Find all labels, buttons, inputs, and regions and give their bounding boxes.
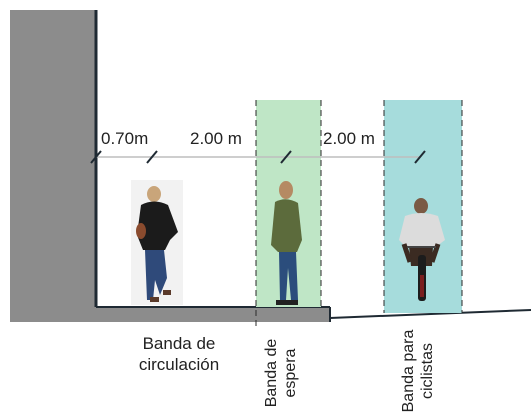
banda-circulacion-label: Banda de circulación: [114, 333, 244, 375]
banda-espera-label: Banda de espera: [262, 333, 300, 413]
banda-espera-line1: Banda de: [263, 338, 280, 408]
cyclist-figure: [399, 198, 445, 301]
pedestrian-standing-figure: [271, 181, 302, 305]
banda-ciclistas-line1: Banda para: [400, 329, 417, 413]
dimension-tick-3: [280, 150, 292, 164]
banda-circulacion-line1: Banda de: [142, 334, 216, 353]
sidewalk-slab: [10, 307, 330, 322]
dimension-tick-2: [146, 150, 158, 164]
building-wall: [10, 10, 96, 322]
dimension-tick-1: [90, 150, 102, 164]
pedestrian-walking-figure: [131, 180, 183, 305]
banda-ciclistas-label: Banda para ciclistas: [399, 326, 437, 416]
dimension-tick-4: [414, 150, 426, 164]
dimension-label-2-00-a: 2.00 m: [190, 129, 242, 148]
dimension-label-2-00-b: 2.00 m: [323, 129, 375, 148]
dimension-label-0-70: 0.70m: [101, 129, 148, 148]
road-surface-line: [329, 309, 531, 319]
banda-espera-line2: espera: [282, 348, 299, 398]
banda-circulacion-line2: circulación: [138, 355, 220, 374]
banda-ciclistas-line2: ciclistas: [419, 343, 436, 400]
